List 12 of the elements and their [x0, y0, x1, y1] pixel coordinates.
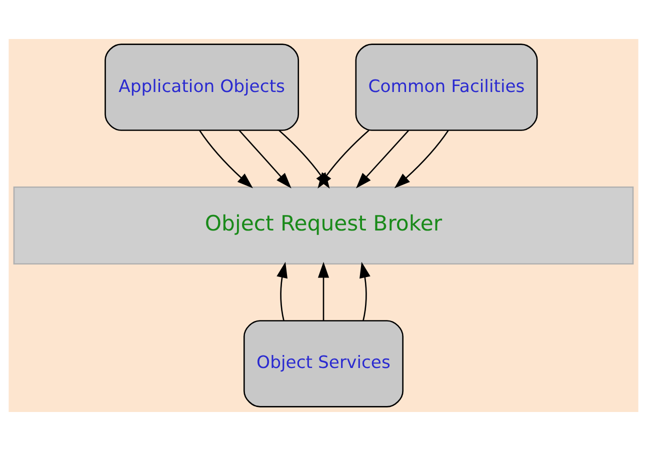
arrow — [199, 130, 253, 188]
arrow — [276, 261, 288, 320]
arrow — [318, 129, 370, 188]
arrow — [394, 130, 449, 188]
arrow — [360, 261, 370, 320]
node-box: Application Objects — [104, 43, 300, 130]
node-box: Object Services — [243, 320, 404, 407]
node-box: Common Facilities — [355, 43, 538, 130]
node-box: Object Request Broker — [13, 186, 634, 264]
arrow — [356, 129, 410, 188]
arrow — [318, 261, 330, 320]
arrow — [238, 129, 292, 188]
